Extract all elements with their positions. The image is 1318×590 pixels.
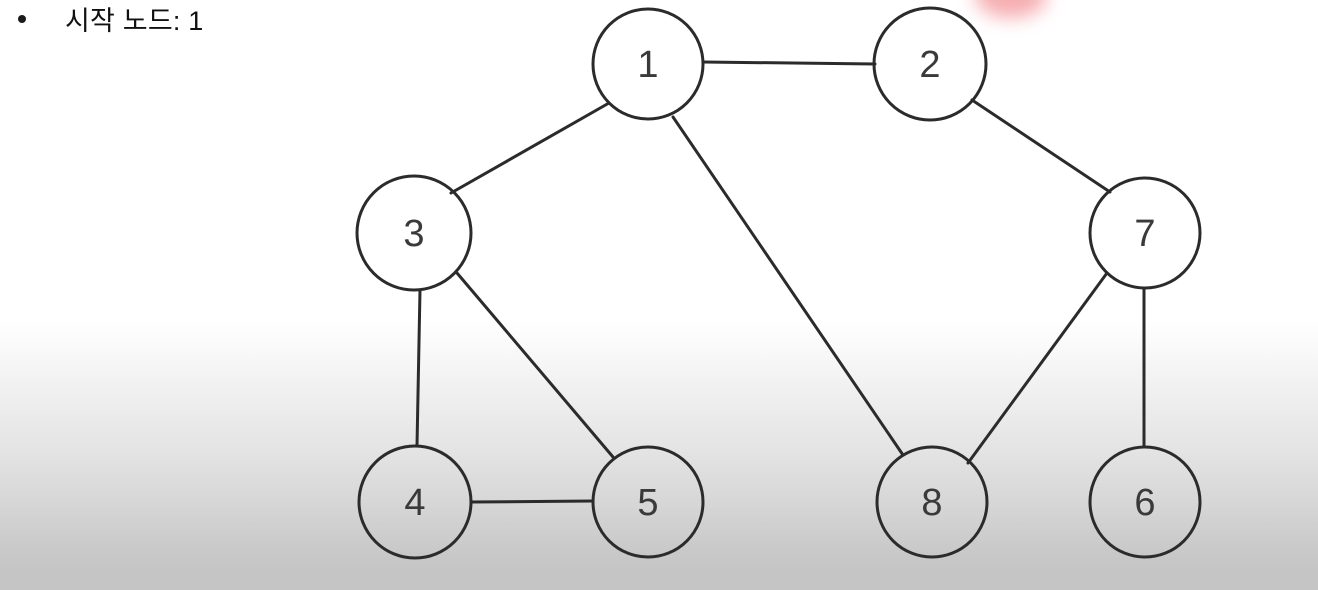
graph-edge-4-5 — [469, 499, 595, 504]
graph-edge-3-5 — [455, 271, 615, 459]
graph-nodes: 1 2 3 7 4 5 8 6 — [355, 6, 1202, 560]
node-circle-1 — [591, 7, 705, 121]
graph-node-1[interactable]: 1 — [591, 7, 705, 121]
node-circle-8 — [875, 445, 989, 559]
graph-node-8[interactable]: 8 — [875, 445, 989, 559]
node-circle-3 — [355, 174, 473, 292]
node-label-8: 8 — [921, 482, 942, 524]
node-label-7: 7 — [1134, 213, 1155, 255]
graph-node-7[interactable]: 7 — [1088, 176, 1202, 290]
node-circle-4 — [357, 444, 473, 560]
node-label-3: 3 — [403, 213, 424, 255]
graph-edge-7-8 — [966, 271, 1109, 465]
pink-blur-artifact — [975, 0, 1047, 18]
graph-node-4[interactable]: 4 — [357, 444, 473, 560]
graph-edge-1-2 — [701, 60, 877, 66]
node-label-1: 1 — [637, 44, 658, 86]
bullet-line: 시작 노드: 1 — [18, 2, 203, 40]
graph-edge-1-8 — [671, 115, 905, 457]
node-circle-7 — [1088, 176, 1202, 290]
node-label-4: 4 — [404, 482, 425, 524]
graph-edge-1-3 — [449, 101, 611, 195]
node-circle-6 — [1088, 445, 1202, 559]
graph-node-2[interactable]: 2 — [872, 6, 988, 122]
node-label-6: 6 — [1134, 482, 1155, 524]
start-node-label: 시작 노드: 1 — [65, 6, 204, 36]
bullet-dot-icon — [18, 15, 26, 23]
graph-node-6[interactable]: 6 — [1088, 445, 1202, 559]
node-label-2: 2 — [919, 44, 940, 86]
node-circle-5 — [591, 445, 705, 559]
graph-node-3[interactable]: 3 — [355, 174, 473, 292]
graph-edges — [415, 60, 1146, 504]
node-label-5: 5 — [637, 482, 658, 524]
graph-edge-2-7 — [970, 98, 1112, 194]
graph-edge-3-4 — [415, 288, 422, 448]
graph-node-5[interactable]: 5 — [591, 445, 705, 559]
node-circle-2 — [872, 6, 988, 122]
